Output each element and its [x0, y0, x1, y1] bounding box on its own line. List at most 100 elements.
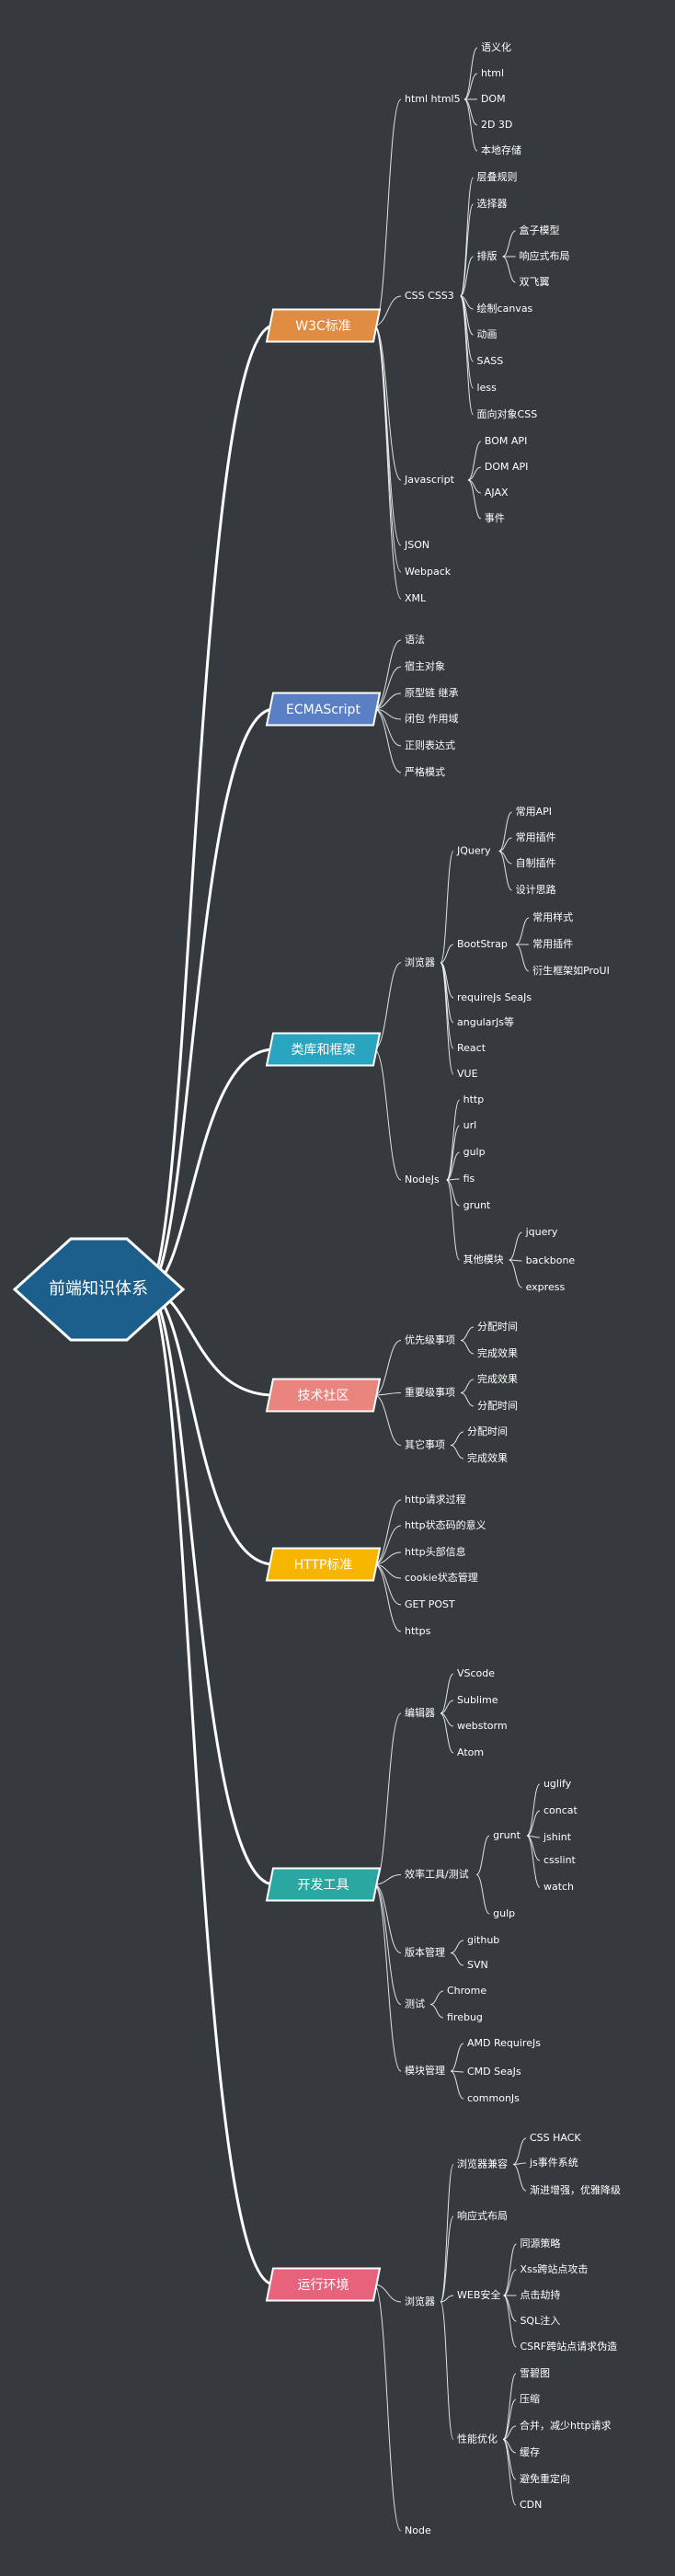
- node-branch-1-node-57[interactable]: 原型链 继承: [405, 686, 459, 699]
- node-branch-4-http-133[interactable]: http状态码的意义: [405, 1518, 486, 1531]
- node-branch-0-node-15[interactable]: 层叠规则: [477, 170, 518, 183]
- node-branch-6-node-199[interactable]: 响应式布局: [457, 2209, 508, 2222]
- node-branch-0-javascript-37[interactable]: Javascript: [404, 474, 455, 486]
- node-branch-6-csrf-211[interactable]: CSRF跨站点请求伪造: [520, 2340, 617, 2353]
- branch-0-node[interactable]: W3C标准: [265, 308, 382, 343]
- node-branch-6-node-221[interactable]: 缓存: [520, 2445, 540, 2458]
- node-branch-6-sql-209[interactable]: SQL注入: [520, 2314, 560, 2327]
- node-branch-0-webpack-49[interactable]: Webpack: [405, 566, 452, 578]
- node-branch-5-webstorm-149[interactable]: webstorm: [457, 1720, 508, 1732]
- root-node[interactable]: 前端知识体系: [12, 1237, 186, 1342]
- node-branch-6-node-213[interactable]: 性能优化: [457, 2433, 498, 2445]
- node-branch-5-commonjs-187[interactable]: commonJs: [467, 2092, 520, 2104]
- node-branch-0-css-css3-13[interactable]: CSS CSS3: [405, 290, 454, 302]
- node-branch-5-node-169[interactable]: 版本管理: [405, 1946, 445, 1959]
- node-branch-5-sublime-147[interactable]: Sublime: [457, 1694, 498, 1706]
- node-branch-6-web-201[interactable]: WEB安全: [457, 2288, 500, 2301]
- node-branch-0-2d-3d-9[interactable]: 2D 3D: [481, 119, 512, 131]
- node-branch-0-html-5[interactable]: html: [481, 67, 504, 79]
- node-branch-0-ajax-43[interactable]: AJAX: [485, 487, 509, 498]
- node-branch-0-sass-31[interactable]: SASS: [477, 355, 504, 367]
- node-branch-2-url-97[interactable]: url: [463, 1119, 477, 1131]
- node-branch-2-node-71[interactable]: 常用插件: [516, 830, 556, 843]
- node-branch-2-nodejs-93[interactable]: NodeJs: [405, 1174, 440, 1185]
- node-branch-5-jshint-161[interactable]: jshint: [543, 1831, 572, 1843]
- node-branch-3-node-123[interactable]: 分配时间: [477, 1400, 518, 1412]
- node-branch-5-grunt-155[interactable]: grunt: [493, 1829, 521, 1841]
- node-branch-4-https-141[interactable]: https: [405, 1625, 431, 1637]
- node-branch-1-node-53[interactable]: 语法: [405, 633, 425, 646]
- node-branch-0-dom-7[interactable]: DOM: [481, 93, 506, 105]
- node-branch-2-angularjs-87[interactable]: angularJs等: [457, 1015, 514, 1028]
- node-branch-0-less-33[interactable]: less: [477, 382, 498, 394]
- node-branch-5-concat-159[interactable]: concat: [543, 1804, 578, 1816]
- node-branch-5-gulp-167[interactable]: gulp: [493, 1907, 515, 1919]
- branch-1-node[interactable]: ECMAScript: [265, 692, 382, 727]
- node-branch-0-node-17[interactable]: 选择器: [477, 197, 508, 210]
- node-branch-0-node-45[interactable]: 事件: [485, 512, 505, 524]
- node-branch-0-dom-api-41[interactable]: DOM API: [485, 461, 529, 473]
- node-branch-0-html-html5-1[interactable]: html html5: [405, 93, 461, 105]
- node-branch-6-node-189[interactable]: 浏览器: [405, 2295, 435, 2307]
- node-branch-5-svn-173[interactable]: SVN: [467, 1959, 488, 1971]
- node-branch-2-express-111[interactable]: express: [526, 1281, 566, 1293]
- node-branch-5-node-143[interactable]: 编辑器: [405, 1706, 435, 1719]
- node-branch-3-node-115[interactable]: 分配时间: [477, 1321, 518, 1333]
- node-branch-0-node-25[interactable]: 双飞翼: [520, 276, 550, 288]
- node-branch-5-cmd-seajs-185[interactable]: CMD SeaJs: [467, 2066, 521, 2078]
- node-branch-2-gulp-99[interactable]: gulp: [463, 1146, 486, 1158]
- node-branch-6-js-195[interactable]: js事件系统: [529, 2157, 578, 2169]
- branch-2-node[interactable]: 类库和框架: [265, 1032, 382, 1067]
- node-branch-3-node-119[interactable]: 重要级事项: [405, 1386, 455, 1399]
- node-branch-5-atom-151[interactable]: Atom: [457, 1746, 484, 1758]
- node-branch-6-node-197[interactable]: 渐进增强，优雅降级: [530, 2183, 621, 2196]
- node-branch-2-grunt-103[interactable]: grunt: [463, 1199, 491, 1211]
- node-branch-4-http-135[interactable]: http头部信息: [405, 1545, 466, 1558]
- node-branch-2-requirejs-seajs-85[interactable]: requireJs SeaJs: [457, 991, 532, 1003]
- node-branch-1-node-55[interactable]: 宿主对象: [405, 659, 445, 672]
- node-branch-2-node-65[interactable]: 浏览器: [405, 956, 435, 968]
- node-branch-0-node-3[interactable]: 语义化: [481, 40, 511, 53]
- node-branch-2-http-95[interactable]: http: [463, 1093, 485, 1105]
- node-branch-4-cookie-137[interactable]: cookie状态管理: [405, 1571, 478, 1584]
- node-branch-6-node-215[interactable]: 雪碧图: [520, 2367, 550, 2379]
- node-branch-2-node-73[interactable]: 自制插件: [516, 856, 556, 869]
- node-branch-2-backbone-109[interactable]: backbone: [526, 1254, 576, 1266]
- node-branch-0-node-11[interactable]: 本地存储: [481, 143, 521, 156]
- node-branch-0-css-35[interactable]: 面向对象CSS: [477, 407, 538, 420]
- node-branch-2-node-81[interactable]: 常用插件: [532, 937, 573, 950]
- node-branch-2-jquery-107[interactable]: jquery: [525, 1226, 558, 1238]
- node-branch-4-http-131[interactable]: http请求过程: [405, 1494, 466, 1506]
- node-branch-2-jquery-67[interactable]: JQuery: [456, 845, 491, 857]
- node-branch-3-node-127[interactable]: 分配时间: [467, 1425, 508, 1437]
- node-branch-0-xml-51[interactable]: XML: [405, 592, 427, 604]
- node-branch-6-xss-205[interactable]: Xss跨站点攻击: [520, 2262, 588, 2275]
- node-branch-0-json-47[interactable]: JSON: [404, 539, 429, 551]
- node-branch-6-node-223[interactable]: 避免重定向: [520, 2472, 570, 2485]
- node-branch-2-api-69[interactable]: 常用API: [516, 806, 552, 818]
- node-branch-5-github-171[interactable]: github: [467, 1934, 499, 1946]
- branch-6-node[interactable]: 运行环境: [265, 2267, 382, 2302]
- node-branch-2-fis-101[interactable]: fis: [463, 1173, 475, 1185]
- node-branch-5-firebug-179[interactable]: firebug: [447, 2011, 483, 2023]
- node-branch-5-amd-requirejs-183[interactable]: AMD RequireJs: [467, 2037, 541, 2049]
- node-branch-0-node-21[interactable]: 盒子模型: [520, 223, 560, 236]
- node-branch-6-node-191[interactable]: 浏览器兼容: [457, 2158, 508, 2170]
- node-branch-3-node-125[interactable]: 其它事项: [405, 1438, 445, 1451]
- node-branch-1-node-63[interactable]: 严格模式: [405, 765, 445, 778]
- node-branch-6-node-227[interactable]: Node: [405, 2524, 431, 2536]
- node-branch-5-vscode-145[interactable]: VScode: [457, 1667, 495, 1679]
- node-branch-5-watch-165[interactable]: watch: [543, 1881, 574, 1893]
- node-branch-5-node-181[interactable]: 模块管理: [405, 2064, 445, 2077]
- node-branch-3-node-117[interactable]: 完成效果: [477, 1346, 518, 1359]
- node-branch-0-canvas-27[interactable]: 绘制canvas: [477, 302, 533, 315]
- branch-5-node[interactable]: 开发工具: [265, 1867, 382, 1902]
- node-branch-6-node-217[interactable]: 压缩: [520, 2393, 540, 2405]
- node-branch-2-bootstrap-77[interactable]: BootStrap: [457, 938, 508, 950]
- node-branch-5-node-153[interactable]: 效率工具/测试: [405, 1868, 469, 1881]
- node-branch-6-cdn-225[interactable]: CDN: [520, 2499, 542, 2511]
- node-branch-0-node-23[interactable]: 响应式布局: [520, 249, 570, 262]
- node-branch-2-vue-91[interactable]: VUE: [457, 1068, 478, 1080]
- node-branch-6-http-219[interactable]: 合并，减少http请求: [520, 2419, 612, 2432]
- node-branch-3-node-113[interactable]: 优先级事项: [405, 1334, 455, 1346]
